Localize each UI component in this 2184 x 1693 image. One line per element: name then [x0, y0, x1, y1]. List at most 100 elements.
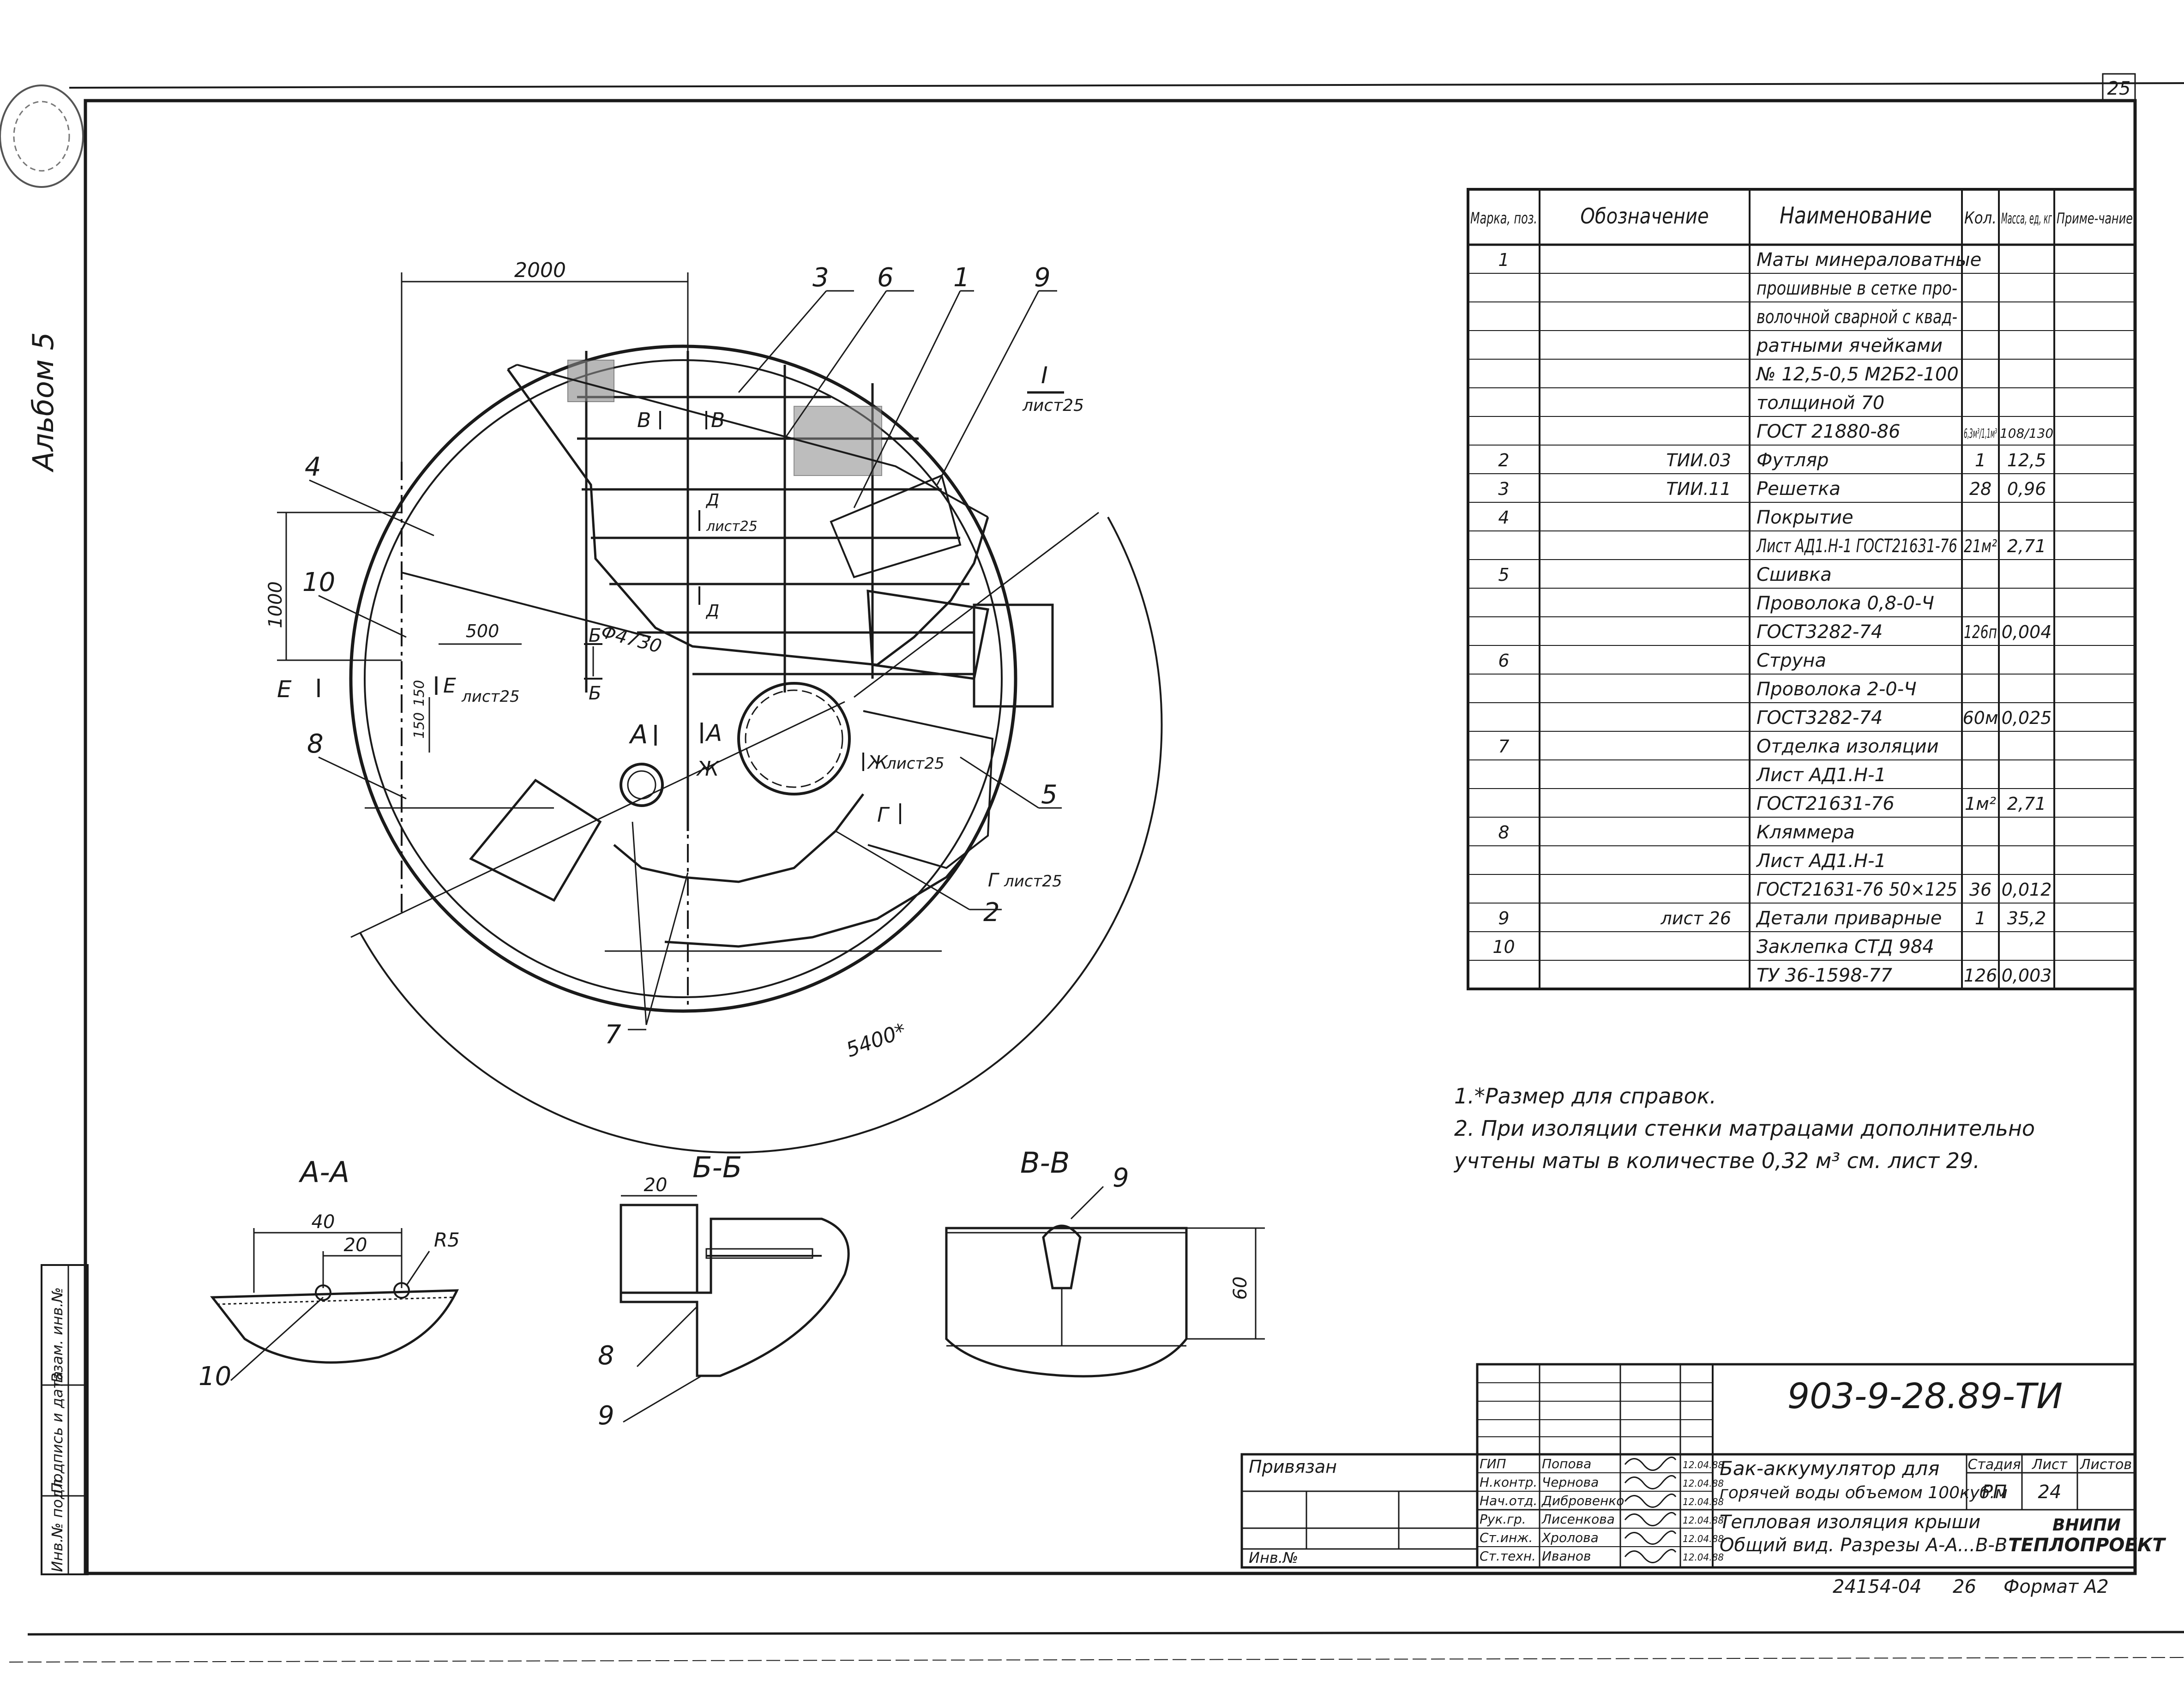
- table-cell: Маты минераловатные: [1757, 249, 1981, 271]
- album-label: Альбом 5: [26, 332, 60, 473]
- signature: [1624, 1548, 1677, 1563]
- side-stamp-inv: Инв.№ подл.: [48, 1475, 66, 1572]
- table-cell: 0,012: [2002, 880, 2052, 900]
- section-Zh1: Ж: [696, 757, 720, 781]
- table-cell: 36: [1969, 880, 1991, 900]
- section-B1: Б: [589, 625, 601, 646]
- table-cell: лист 26: [1661, 908, 1731, 928]
- title-role: Ст.инж.: [1480, 1530, 1533, 1545]
- page-number: 25: [2107, 78, 2131, 99]
- title-name: Хролова: [1541, 1530, 1599, 1545]
- table-cell: Проволока 0,8-0-Ч: [1757, 593, 1934, 614]
- table-cell: 0,025: [2002, 708, 2052, 728]
- section-I: I: [1041, 362, 1048, 389]
- title-date: 12.04.88: [1683, 1496, 1724, 1507]
- section-BB-dim20: 20: [644, 1175, 668, 1196]
- section-V1: В: [637, 409, 651, 432]
- table-cell: 7: [1498, 736, 1509, 757]
- table-header-5: Приме-чание: [2057, 210, 2133, 227]
- callouts: [309, 290, 1062, 1030]
- table-cell: 6: [1498, 651, 1509, 671]
- section-VV-callout9: 9: [1113, 1163, 1129, 1193]
- table-cell: ГОСТ21631-76: [1757, 793, 1895, 814]
- section-D: Д: [705, 491, 719, 510]
- table-cell: Лист АД1.Н-1: [1756, 765, 1886, 786]
- dim-5400: 5400*: [843, 1019, 909, 1062]
- signature: [1624, 1456, 1677, 1471]
- table-header-0: Марка, поз.: [1470, 209, 1537, 228]
- org-name-1: ВНИПИ: [2052, 1516, 2121, 1535]
- table-cell: 2: [1498, 450, 1509, 470]
- table-header-1: Обозначение: [1580, 204, 1709, 229]
- section-V2: В: [711, 409, 725, 432]
- table-header-2: Наименование: [1780, 202, 1932, 229]
- table-cell: ТИИ.03: [1667, 450, 1732, 470]
- table-cell: 12,5: [2007, 450, 2046, 470]
- side-stamp-sign: Подпись и дата: [48, 1371, 66, 1494]
- table-cell: Покрытие: [1757, 507, 1853, 528]
- table-cell: 0,003: [2002, 965, 2052, 986]
- side-stamp: Инв.№ подл. Подпись и дата Взам. инв.№: [41, 1264, 89, 1575]
- dim-1000: 1000: [265, 581, 286, 628]
- title-role: Рук.гр.: [1480, 1512, 1526, 1527]
- section-VV-dim60: 60: [1230, 1277, 1251, 1300]
- org-name-2: ТЕПЛОПРОЕКТ: [2008, 1535, 2166, 1556]
- table-cell: 5: [1498, 565, 1509, 585]
- table-header-4: Масса, ед, кг: [2001, 210, 2052, 227]
- title-date: 12.04.88: [1683, 1533, 1724, 1544]
- callout-1: 1: [953, 263, 970, 293]
- section-D2: Д: [705, 602, 719, 621]
- section-VV: В-В 9 60: [945, 1146, 1265, 1378]
- table-cell: ГОСТ21631-76 50×125: [1757, 879, 1957, 900]
- table-cell: ТУ 36-1598-77: [1757, 965, 1893, 986]
- callout-6: 6: [877, 263, 894, 293]
- table-cell: Заклепка СТД 984: [1757, 936, 1934, 958]
- section-B2: Б: [589, 683, 601, 704]
- table-cell: 4: [1498, 507, 1509, 528]
- dim-150b: 150: [411, 680, 427, 706]
- title-name: Попова: [1542, 1456, 1591, 1471]
- section-E2: Е: [443, 674, 456, 698]
- section-G-sheet: лист25: [1004, 872, 1062, 891]
- doc-title-1: Бак-аккумулятор для: [1720, 1457, 1939, 1480]
- section-AA-r5: R5: [434, 1229, 460, 1251]
- section-AA-title: А-А: [298, 1155, 349, 1189]
- table-cell: 1м²: [1965, 794, 1996, 814]
- callout-7: 7: [605, 1020, 621, 1050]
- dim-500: 500: [466, 621, 499, 641]
- title-date: 12.04.88: [1683, 1515, 1724, 1526]
- signature: [1624, 1530, 1677, 1545]
- bottom-number: 24154-04: [1833, 1576, 1922, 1597]
- table-cell: ратными ячейками: [1756, 335, 1943, 356]
- table-cell: 126: [1964, 965, 1997, 986]
- table-cell: Футляр: [1757, 450, 1829, 471]
- callout-4: 4: [305, 452, 321, 482]
- title-name: Чернова: [1542, 1475, 1599, 1490]
- table-cell: 2,71: [2007, 536, 2046, 556]
- section-BB-title: Б-Б: [692, 1151, 742, 1184]
- table-cell: Сшивка: [1757, 564, 1832, 585]
- table-cell: 0,96: [2007, 479, 2046, 499]
- sheet-header: Лист: [2032, 1457, 2068, 1473]
- section-I-sheet: лист25: [1022, 396, 1084, 415]
- table-cell: 9: [1498, 908, 1509, 928]
- table-cell: 8: [1498, 822, 1509, 843]
- table-cell: 0,004: [2002, 622, 2052, 642]
- table-cell: Проволока 2-0-Ч: [1757, 679, 1917, 700]
- table-cell: ТИИ.11: [1667, 479, 1732, 499]
- doc-title-3: Тепловая изоляция крыши: [1720, 1512, 1980, 1533]
- section-AA-dim40: 40: [312, 1211, 335, 1233]
- note-1: 1.*Размер для справок.: [1454, 1084, 1716, 1109]
- section-VV-title: В-В: [1020, 1146, 1070, 1180]
- table-cell: толщиной 70: [1757, 392, 1884, 414]
- title-name: Иванов: [1542, 1548, 1591, 1564]
- table-cell: 60м: [1962, 708, 1998, 728]
- signature: [1624, 1493, 1677, 1508]
- table-cell: Кляммера: [1757, 822, 1855, 843]
- table-cell: 35,2: [2007, 908, 2046, 928]
- doc-title-4: Общий вид. Разрезы А-А...В-В: [1720, 1535, 2007, 1556]
- callout-5: 5: [1041, 780, 1058, 810]
